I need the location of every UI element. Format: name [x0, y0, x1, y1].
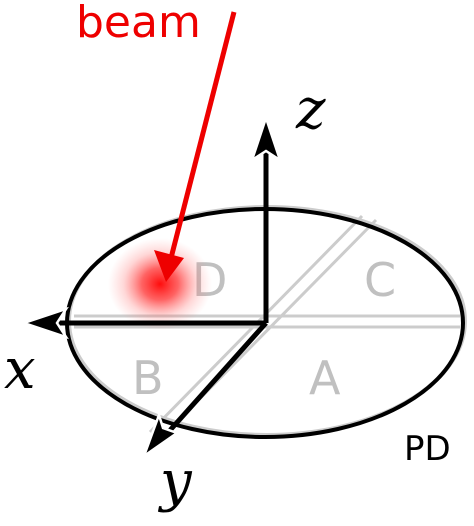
axis-label-y: y: [157, 449, 193, 514]
quadrant-label-b: B: [132, 351, 164, 405]
axis-z-arrowhead: [249, 114, 283, 163]
axis-z: [249, 114, 283, 323]
beam-spot: [108, 238, 212, 330]
axis-label-x: x: [4, 337, 36, 402]
quadrant-label-a: A: [309, 351, 341, 405]
beam-label: beam: [76, 0, 201, 48]
axis-x: [20, 306, 266, 340]
axis-y: [141, 321, 268, 460]
detector-label: PD: [404, 429, 451, 469]
axis-y-arrowhead: [141, 411, 180, 460]
quadrant-label-c: C: [364, 253, 396, 307]
axis-label-z: z: [295, 77, 326, 142]
beam-arrow: [154, 11, 237, 282]
axis-x-arrowhead: [20, 306, 69, 340]
